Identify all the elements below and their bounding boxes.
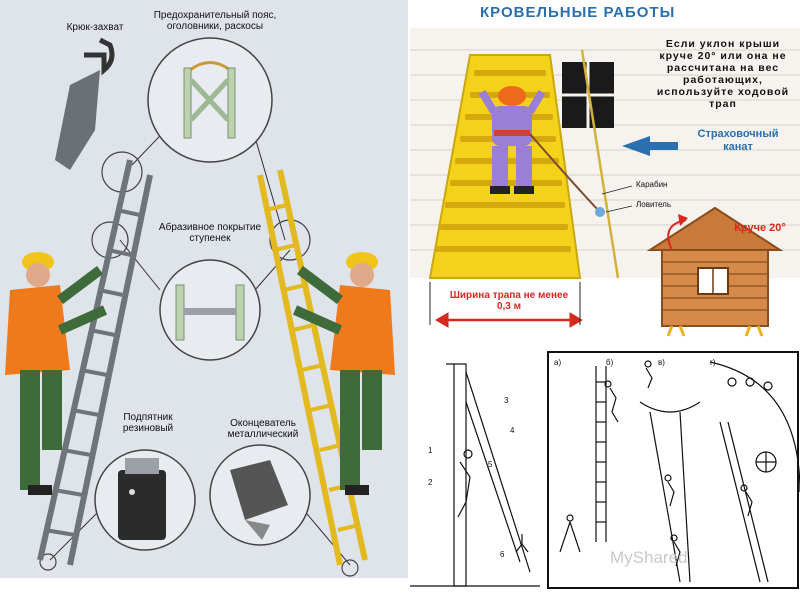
slope-label: Круче 20° xyxy=(734,222,786,234)
rubber-shoe-callout xyxy=(94,449,196,551)
catcher-icon xyxy=(595,207,605,217)
grey-ladder xyxy=(37,159,153,566)
catcher-label: Ловитель xyxy=(636,200,672,209)
guard-callout xyxy=(147,37,273,163)
hook-label: Крюк-захват xyxy=(66,22,124,33)
metal-tip-callout xyxy=(209,444,311,546)
sketch-label-1: 1 xyxy=(428,446,433,455)
roofing-note: Если уклон крыши круче 20° или она не ра… xyxy=(656,38,790,110)
ladders-panel: Крюк-захват Предохранительный пояс, огол… xyxy=(0,0,408,578)
lanyard xyxy=(529,133,599,211)
sketch-label-5: 5 xyxy=(488,460,493,469)
rope-label: Страховочный канат xyxy=(697,128,779,153)
yellow-ladder-rungs xyxy=(265,203,360,532)
ladders-illustration xyxy=(5,37,395,577)
abrasive-label: Абразивное покрытие ступенек xyxy=(158,222,262,244)
grey-ladder-rungs xyxy=(44,208,141,537)
width-arrow-icon xyxy=(429,282,583,328)
width-label: Ширина трапа не менее 0,3 м xyxy=(449,290,569,312)
right-worker-figure xyxy=(292,252,395,495)
figure-letter-c: в) xyxy=(658,358,665,367)
sketch-ladder-climber xyxy=(559,366,619,553)
rubber-shoe-label: Подпятник резиновый xyxy=(122,412,174,434)
watermark: MyShared xyxy=(610,548,688,567)
safety-rope xyxy=(580,49,620,279)
hook-icon xyxy=(55,37,115,170)
sketch-label-3: 3 xyxy=(504,396,509,405)
sketch-label-4: 4 xyxy=(510,426,515,435)
log-house-icon xyxy=(646,206,784,337)
roofing-panel: КРОВЕЛЬНЫЕ РАБОТЫ Если уклон крыши круче… xyxy=(410,0,800,340)
sketch-label-2: 2 xyxy=(428,478,433,487)
sketch-pipe-ladder xyxy=(709,361,800,583)
figure-letter-b: б) xyxy=(606,358,614,367)
figure-letter-a: а) xyxy=(554,358,562,367)
sketches-panel: 1 2 3 4 5 6 а) б) в) г) MyShared xyxy=(410,342,800,600)
metal-tip-label: Оконцеватель металлический xyxy=(227,418,299,440)
sketch-ship-rigging xyxy=(639,360,701,583)
roof-worker-figure xyxy=(478,86,546,194)
sketch-tower-worker xyxy=(410,363,540,587)
figure-letter-d: г) xyxy=(710,358,716,367)
rope-arrow-icon xyxy=(622,136,678,156)
carabiner-label: Карабин xyxy=(636,180,668,189)
left-worker-figure xyxy=(5,252,108,495)
roofing-illustration xyxy=(410,28,800,337)
abrasive-steps-callout xyxy=(159,259,261,361)
sketches-illustration xyxy=(410,351,800,589)
guard-label: Предохранительный пояс, оголовники, раск… xyxy=(153,10,277,32)
sketch-label-6: 6 xyxy=(500,550,505,559)
roofing-title: КРОВЕЛЬНЫЕ РАБОТЫ xyxy=(480,4,676,21)
